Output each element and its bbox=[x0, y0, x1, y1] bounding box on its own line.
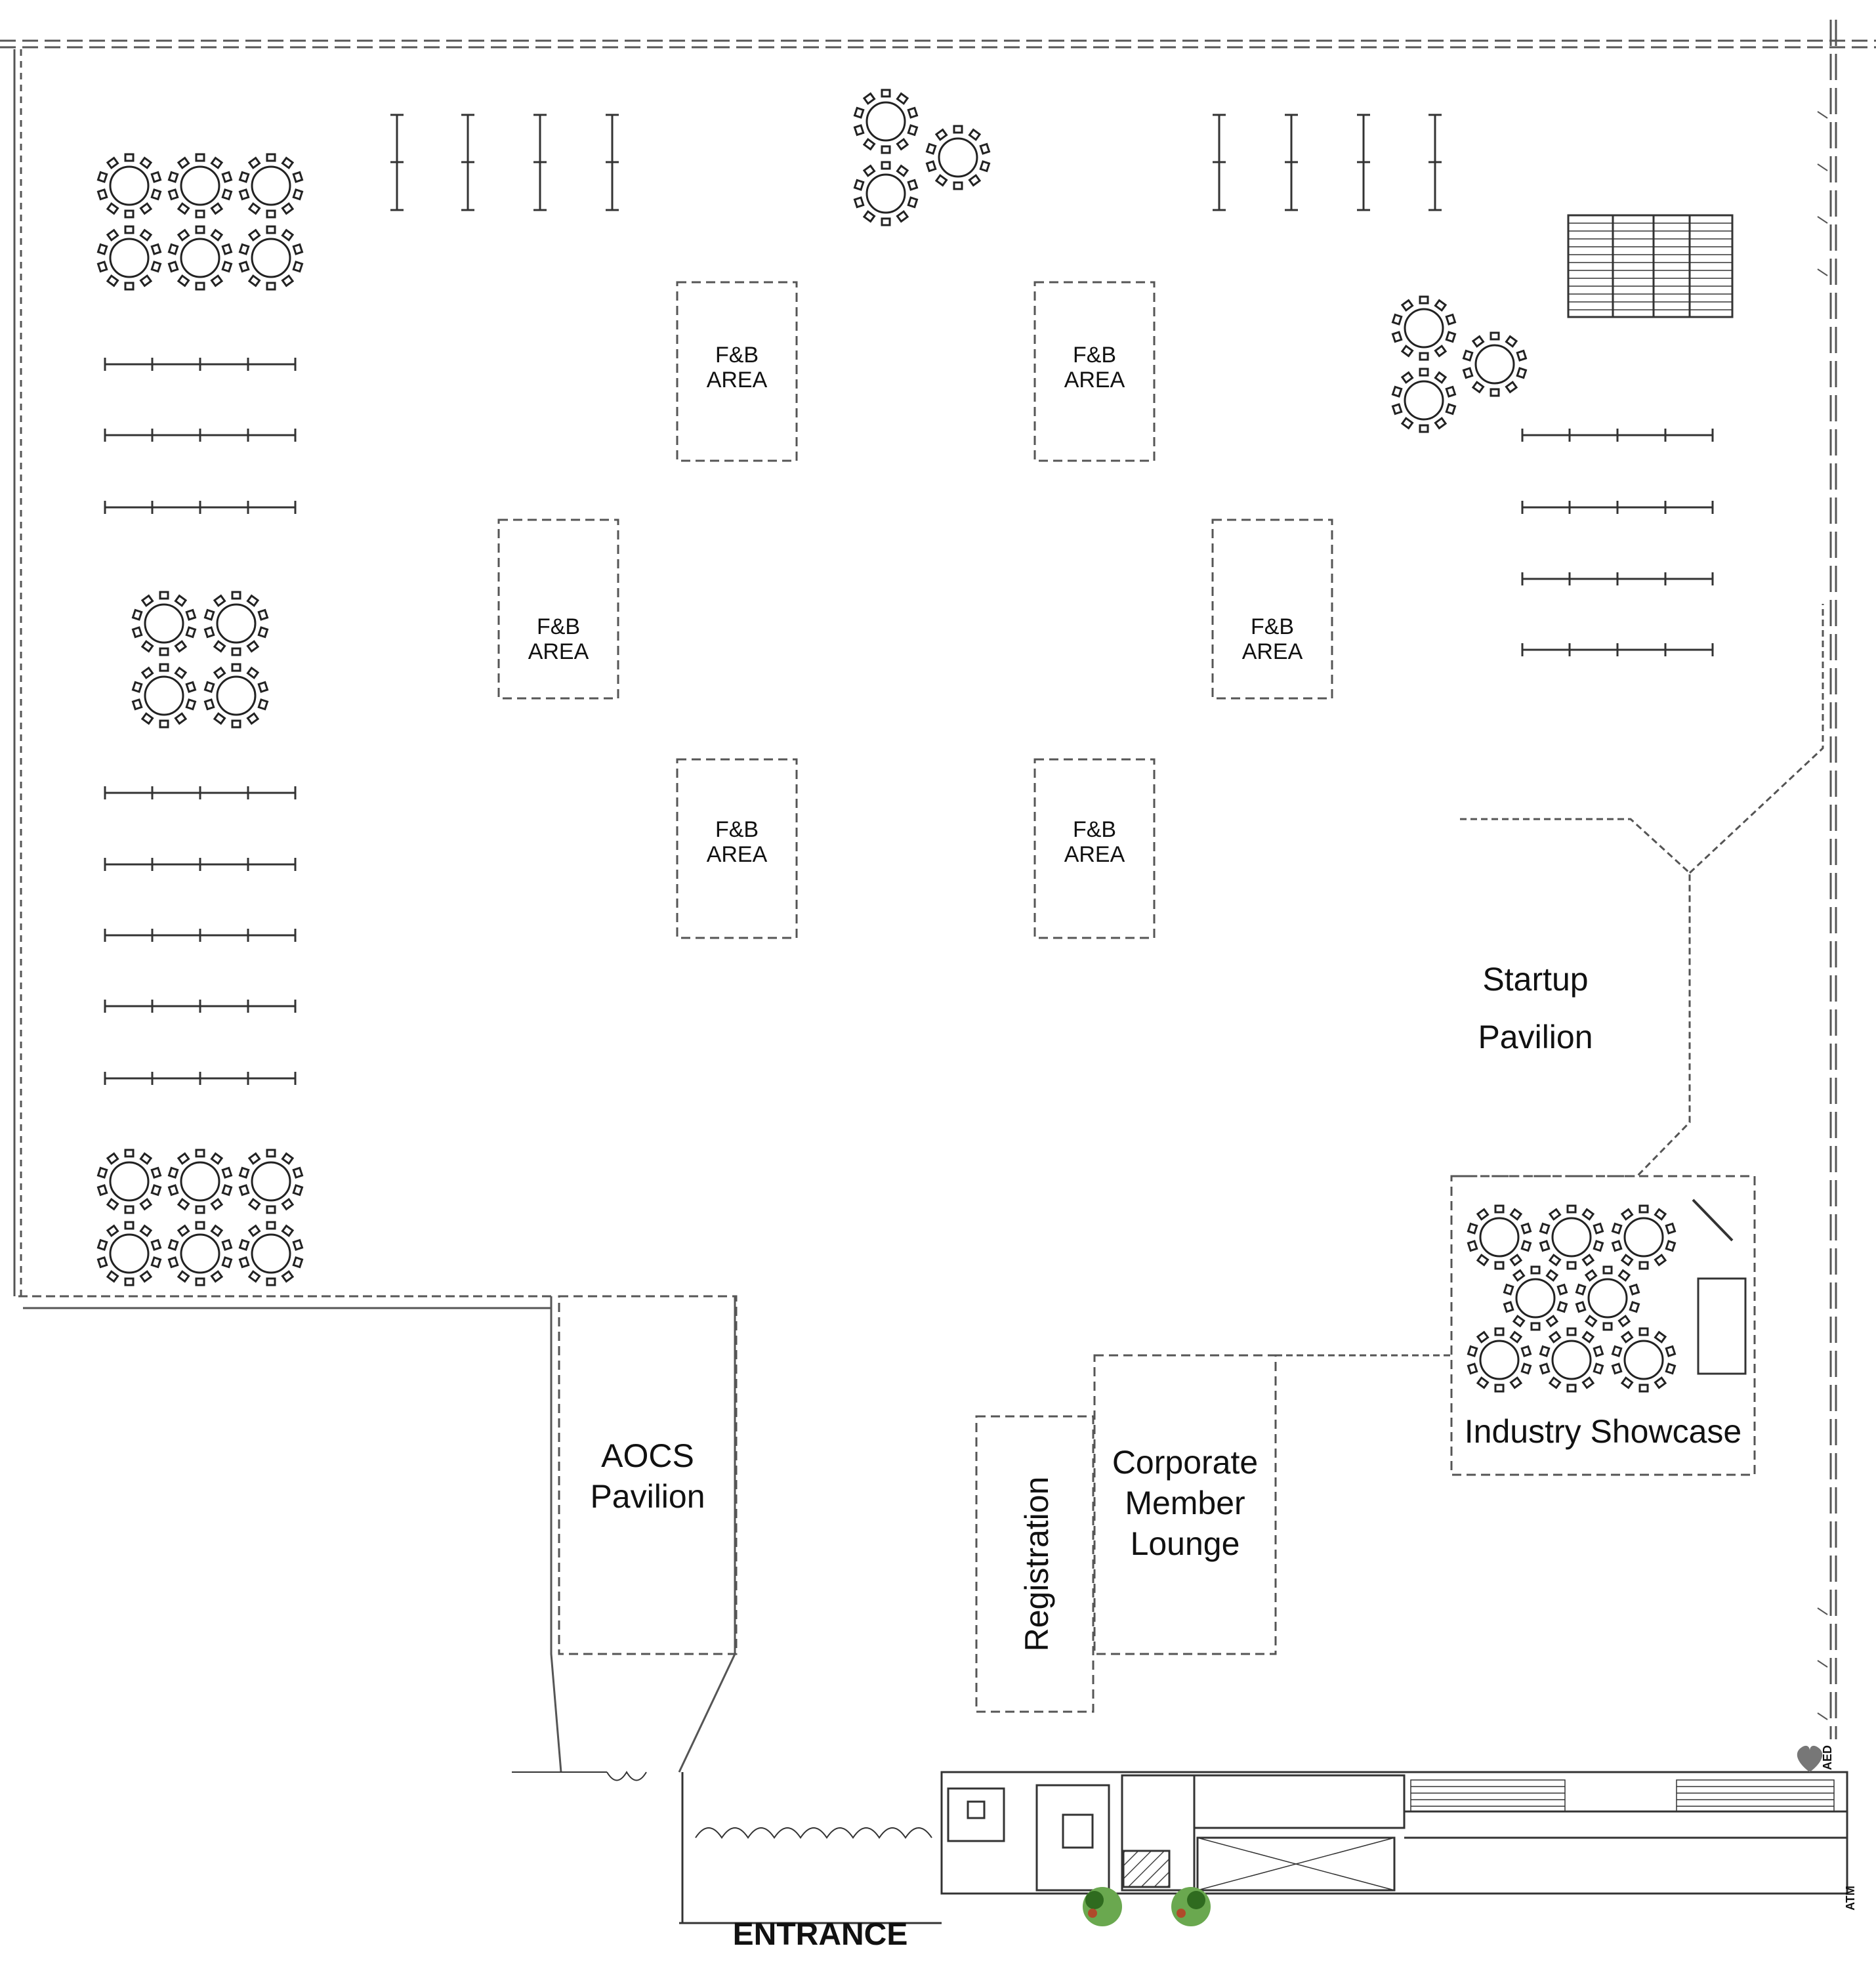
startup-boundary bbox=[1451, 818, 1691, 1177]
venue-boundary bbox=[0, 20, 1876, 1773]
zone-outlines bbox=[497, 281, 1756, 1713]
aocs-pavilion-label: AOCS Pavilion bbox=[590, 1437, 705, 1515]
industry-showcase-label: Industry Showcase bbox=[1464, 1413, 1742, 1450]
service-block bbox=[512, 1771, 1848, 1924]
plant-icon bbox=[1083, 1887, 1211, 1926]
seating-rows bbox=[104, 114, 1714, 1086]
entrance-label: ENTRANCE bbox=[732, 1917, 908, 1952]
stage bbox=[1567, 214, 1734, 318]
round-tables bbox=[96, 89, 1677, 1393]
right-diagonal-wall bbox=[1688, 604, 1824, 874]
aed-label: AED bbox=[1821, 1745, 1834, 1771]
atm-label: ATM bbox=[1844, 1886, 1857, 1911]
registration-label: Registration bbox=[1018, 1476, 1055, 1652]
showcase-fixtures bbox=[1692, 1198, 1747, 1375]
right-wall-doors bbox=[1817, 111, 1828, 1720]
corporate-member-lounge-label: Corporate Member Lounge bbox=[1112, 1444, 1259, 1562]
startup-pavilion-label: Startup Pavilion bbox=[1478, 961, 1593, 1055]
aed-heart-icon bbox=[1797, 1745, 1823, 1772]
